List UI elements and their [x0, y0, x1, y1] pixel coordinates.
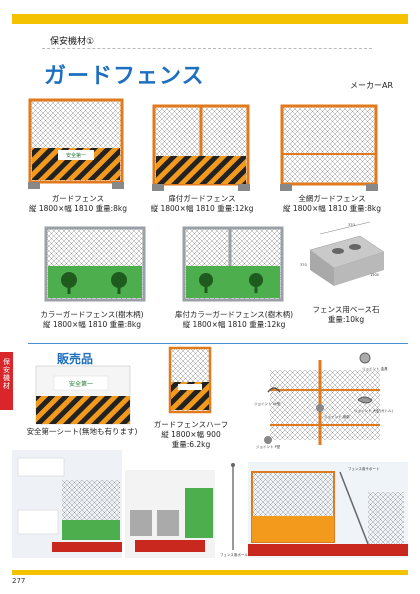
- half-fence-image: [168, 346, 212, 414]
- product-spec: 縦 1800×幅 1810 重量:8kg: [282, 204, 381, 213]
- product-spec: 縦 1800×幅 1810 重量:12kg: [182, 320, 286, 329]
- half-spec: 縦 1800×幅 900: [161, 430, 221, 439]
- door-color-fence-image: [182, 226, 284, 302]
- clamp-label-4: ジョイント P型: [256, 444, 281, 449]
- clamp-label-1: ジョイント 金具: [362, 366, 388, 371]
- half-caption: ガードフェンスハーフ 縦 1800×幅 900 重量:6.2kg: [142, 420, 240, 450]
- product-caption-1: ガードフェンス 縦 1800×幅 1810 重量:8kg: [26, 194, 130, 214]
- base-dim-width: 370: [348, 223, 355, 227]
- base-spec: 重量:10kg: [327, 315, 365, 324]
- page-number: 277: [12, 577, 26, 585]
- product-caption-2: 扉付ガードフェンス 縦 1800×幅 1810 重量:12kg: [144, 194, 260, 214]
- header-divider: [42, 48, 372, 49]
- fence-sign-text: 安全第一: [66, 152, 86, 159]
- color-fence-image: [44, 226, 146, 302]
- installation-photo-4: フェンス用サポート: [248, 462, 408, 558]
- install-label-pole: フェンス用ポール: [220, 552, 248, 557]
- bottom-accent-bar: [12, 570, 408, 575]
- product-caption-3: 全網ガードフェンス 縦 1800×幅 1810 重量:8kg: [276, 194, 388, 214]
- page-title: ガードフェンス: [44, 64, 205, 89]
- base-dim-length: 1500: [370, 273, 379, 277]
- clamp-label-3: ジョイント 用部: [324, 414, 350, 419]
- product-caption-5: 扉付カラーガードフェンス(樹木柄) 縦 1800×幅 1810 重量:12kg: [166, 310, 302, 330]
- base-dim-height: 370: [300, 263, 307, 267]
- base-name: フェンス用ベース石: [312, 305, 380, 314]
- sheet-caption: 安全第一シート(無地も有ります): [26, 427, 138, 436]
- sales-title: 販売品: [57, 352, 94, 366]
- product-name: 扉付カラーガードフェンス(樹木柄): [174, 310, 294, 319]
- install-label-support: フェンス用サポート: [348, 466, 379, 471]
- sheet-sign-text: 安全第一: [69, 380, 93, 388]
- clamp-label-2: ジョイント Vk型: [254, 401, 281, 406]
- door-guard-fence-image: [152, 104, 250, 191]
- clamp-label-5: ジョイント 大型(ガトル): [354, 408, 393, 413]
- maker-label: メーカーAR: [350, 81, 394, 90]
- product-spec: 縦 1800×幅 1810 重量:8kg: [42, 320, 141, 329]
- base-caption: フェンス用ベース石 重量:10kg: [300, 305, 392, 325]
- half-name: ガードフェンスハーフ: [153, 420, 229, 429]
- section-label: 保安機材①: [50, 37, 95, 47]
- sales-divider: [28, 343, 408, 344]
- product-name: 扉付ガードフェンス: [168, 194, 236, 203]
- clamp-diagram: ジョイント 金具 ジョイント Vk型 ジョイント 用部 ジョイント P型 ジョイ…: [254, 352, 393, 449]
- product-caption-4: カラーガードフェンス(樹木柄) 縦 1800×幅 1810 重量:8kg: [30, 310, 154, 330]
- side-tab: 保安機材: [0, 352, 13, 410]
- full-mesh-fence-image: [280, 104, 378, 191]
- installation-photo-3: フェンス用ポール: [220, 463, 248, 557]
- product-name: ガードフェンス: [51, 194, 105, 203]
- guard-fence-image: 安全第一: [28, 98, 124, 189]
- safety-sheet-image: 安全第一: [35, 365, 131, 425]
- base-stone-image: 370 1500 370: [300, 221, 385, 286]
- installation-photo-1: [12, 450, 122, 558]
- product-spec: 縦 1800×幅 1810 重量:12kg: [150, 204, 254, 213]
- half-weight: 重量:6.2kg: [171, 440, 211, 449]
- installation-photo-2: [125, 470, 215, 558]
- product-name: カラーガードフェンス(樹木柄): [40, 310, 144, 319]
- product-name: 全網ガードフェンス: [298, 194, 366, 203]
- product-spec: 縦 1800×幅 1810 重量:8kg: [28, 204, 127, 213]
- top-accent-bar: [12, 14, 408, 24]
